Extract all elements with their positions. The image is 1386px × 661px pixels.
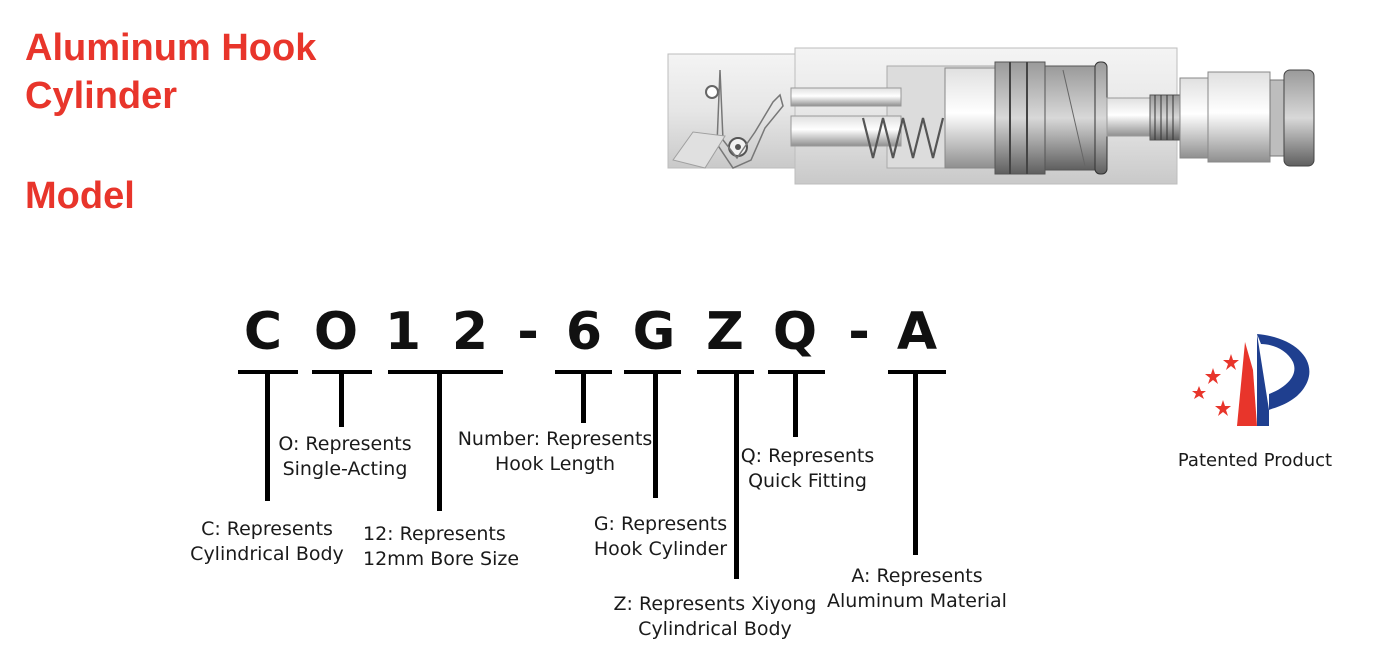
label-g-line2: Hook Cylinder	[593, 538, 728, 560]
model-code-char: 6	[565, 302, 603, 362]
model-code-char: 2	[451, 302, 489, 362]
leader-bore	[437, 374, 442, 511]
label-o-line1: O: Represents	[278, 433, 412, 455]
model-code-char: C	[243, 302, 283, 362]
label-g: G: Represents Hook Cylinder	[583, 512, 738, 562]
model-code-separator: -	[848, 302, 870, 362]
label-number: Number: Represents Hook Length	[455, 427, 655, 477]
leader-g	[653, 374, 658, 498]
label-z: Z: Represents Xiyong Cylindrical Body	[610, 592, 820, 642]
model-code-char: Z	[706, 302, 744, 362]
label-o-line2: Single-Acting	[282, 458, 408, 480]
underline-a	[888, 370, 946, 374]
underline-c	[238, 370, 298, 374]
patent-mark-icon	[1192, 334, 1310, 426]
leader-number	[581, 374, 586, 423]
underline-g	[624, 370, 681, 374]
label-c: C: Represents Cylindrical Body	[182, 517, 352, 567]
model-code-char: A	[896, 302, 938, 362]
model-code-char: Q	[772, 302, 818, 362]
underline-q	[768, 370, 825, 374]
label-bore-line1: 12: Represents	[363, 523, 506, 545]
title-line-2: Cylinder	[25, 75, 178, 117]
leader-a	[913, 374, 918, 555]
title-model: Model	[25, 175, 135, 217]
label-q-line1: Q: Represents	[740, 445, 875, 467]
underline-number	[555, 370, 612, 374]
label-z-line2: Cylindrical Body	[638, 618, 792, 640]
underline-z	[697, 370, 754, 374]
model-code-char: G	[632, 302, 676, 362]
label-g-line1: G: Represents	[593, 513, 728, 535]
label-q-line2: Quick Fitting	[748, 470, 867, 492]
patent-label: Patented Product	[1177, 450, 1333, 471]
label-number-line2: Hook Length	[494, 453, 616, 475]
label-a-line2: Aluminum Material	[827, 590, 1007, 612]
label-bore: 12: Represents 12mm Bore Size	[363, 522, 533, 572]
leader-z	[734, 374, 739, 579]
label-bore-line2: 12mm Bore Size	[363, 548, 520, 570]
label-o: O: Represents Single-Acting	[270, 432, 420, 482]
leader-o	[339, 374, 344, 427]
label-c-line1: C: Represents	[201, 518, 333, 540]
title-line-1: Aluminum Hook	[25, 27, 317, 69]
leader-q	[793, 374, 798, 437]
model-code-char: O	[313, 302, 359, 362]
label-a: A: Represents Aluminum Material	[817, 564, 1017, 614]
label-q: Q: Represents Quick Fitting	[730, 444, 885, 494]
label-number-line1: Number: Represents	[457, 428, 653, 450]
hook-cylinder-cutaway-drawing	[667, 47, 1315, 185]
model-code-separator: -	[517, 302, 539, 362]
label-c-line2: Cylindrical Body	[190, 543, 344, 565]
label-a-line1: A: Represents	[851, 565, 983, 587]
underline-bore	[388, 370, 503, 374]
label-z-line1: Z: Represents Xiyong	[613, 593, 817, 615]
leader-c	[265, 374, 270, 501]
underline-o	[312, 370, 372, 374]
model-code-char: 1	[384, 302, 422, 362]
